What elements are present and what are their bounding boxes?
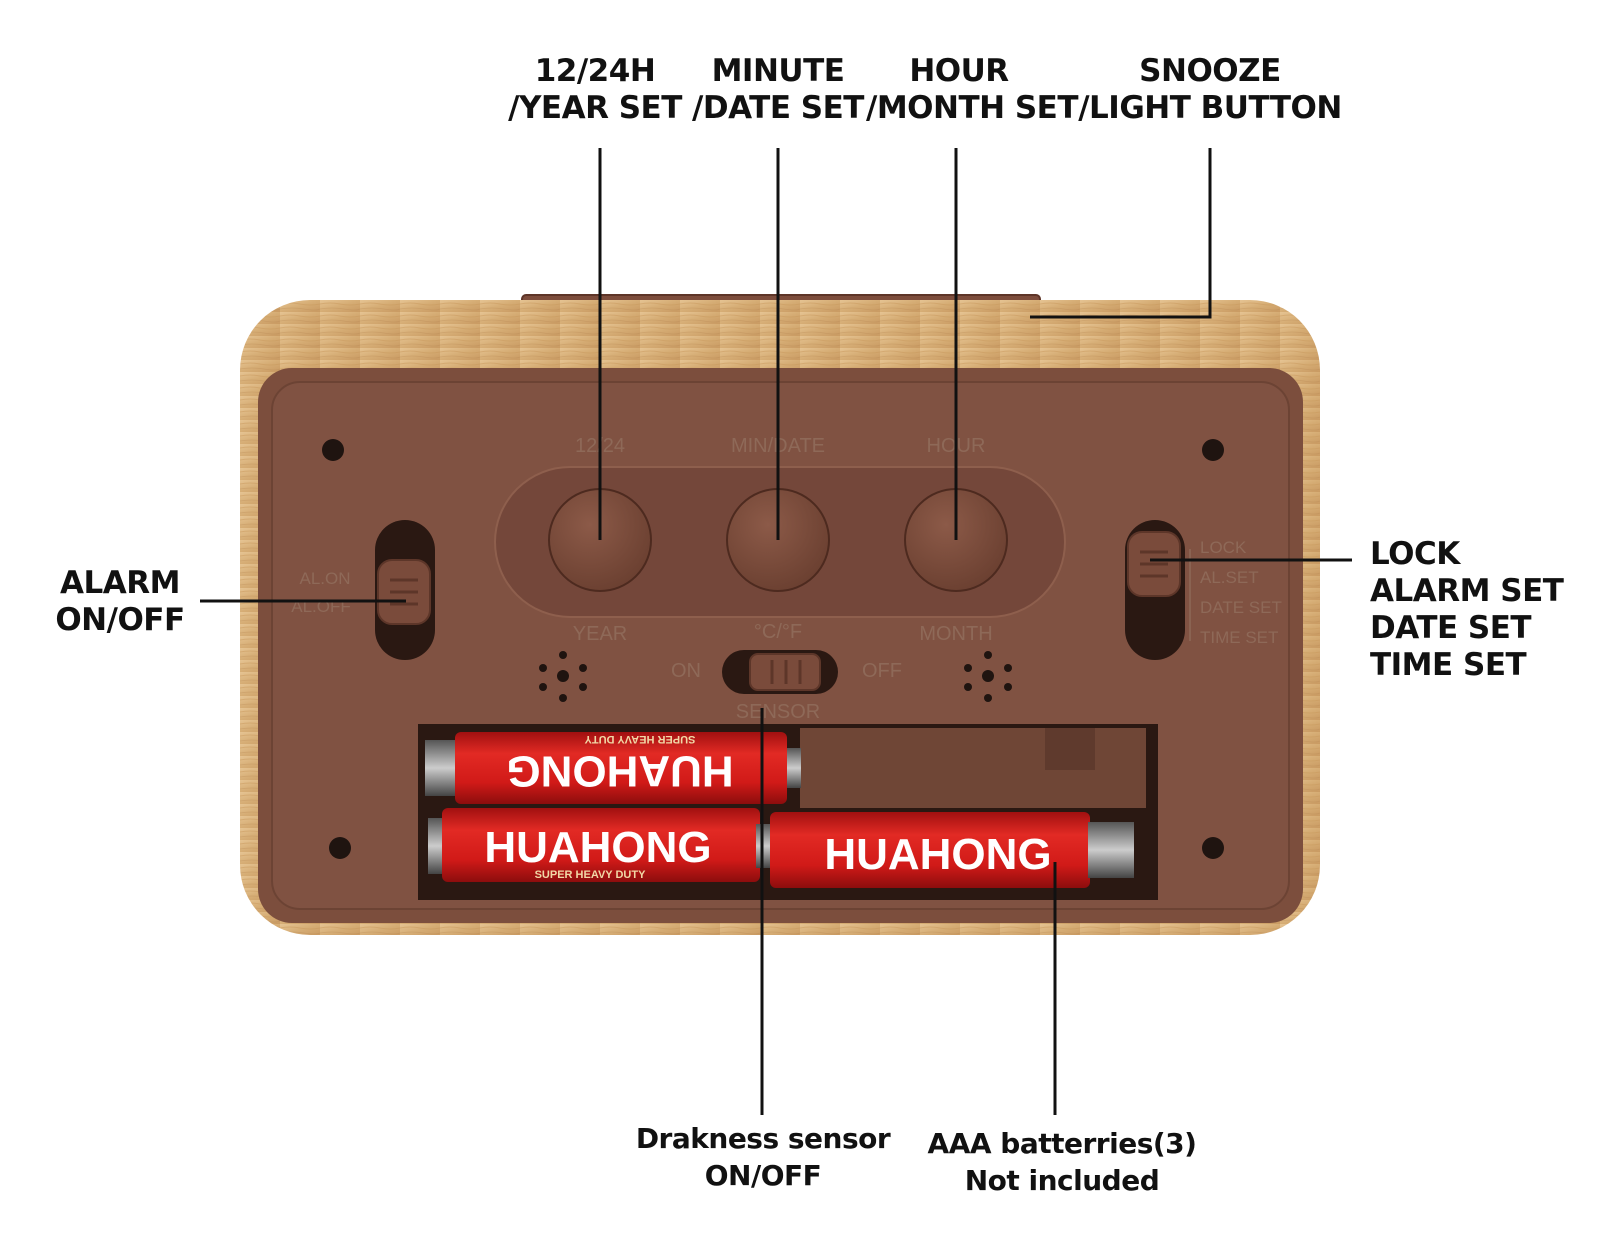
callout-mode-switch: LOCK ALARM SET DATE SET TIME SET bbox=[1370, 536, 1590, 684]
callout-alarm-line1: ALARM bbox=[60, 565, 180, 601]
mode-alarm-label: AL.SET bbox=[1200, 568, 1259, 587]
battery-bl-brand: HUAHONG bbox=[484, 823, 711, 872]
battery-br-brand: HUAHONG bbox=[824, 830, 1051, 879]
callout-minute-line2: /DATE SET bbox=[692, 90, 864, 126]
speaker-grille-right bbox=[964, 651, 1012, 702]
callout-snooze-line1: SNOOZE bbox=[1139, 53, 1281, 89]
callout-sensor-line1: Drakness sensor bbox=[635, 1122, 891, 1155]
sensor-on-label: ON bbox=[671, 660, 701, 682]
sensor-off-label: OFF bbox=[862, 660, 902, 682]
callout-darkness-sensor: Drakness sensor ON/OFF bbox=[615, 1120, 911, 1194]
callout-batteries-line2: Not included bbox=[964, 1164, 1160, 1197]
alarm-on-label: AL.ON bbox=[299, 569, 350, 588]
callout-snooze-light: SNOOZE /LIGHT BUTTON bbox=[1075, 53, 1345, 127]
label-year: YEAR bbox=[573, 623, 627, 645]
callout-mode-line1: LOCK bbox=[1370, 536, 1460, 572]
callout-hour-line1: HOUR bbox=[909, 53, 1009, 89]
mode-date-label: DATE SET bbox=[1200, 598, 1282, 617]
label-temp-unit: °C/°F bbox=[754, 621, 802, 643]
battery-bl-tagline: SUPER HEAVY DUTY bbox=[535, 869, 647, 881]
callout-snooze-line2: /LIGHT BUTTON bbox=[1078, 90, 1342, 126]
callout-mode-line3: DATE SET bbox=[1370, 610, 1532, 646]
battery-top: SUPER HEAVY DUTY HUAHONG bbox=[425, 732, 801, 804]
battery-bottom-left: HUAHONG SUPER HEAVY DUTY bbox=[428, 808, 772, 882]
callout-12-24h-line1: 12/24H bbox=[534, 53, 656, 89]
battery-top-brand: HUAHONG bbox=[506, 746, 733, 795]
speaker-grille-left bbox=[539, 651, 587, 702]
battery-top-tagline: SUPER HEAVY DUTY bbox=[584, 733, 696, 745]
callout-batteries: AAA batterries(3) Not included bbox=[912, 1125, 1212, 1199]
callout-sensor-line2: ON/OFF bbox=[704, 1159, 822, 1192]
mode-lock-label: LOCK bbox=[1200, 538, 1247, 557]
callout-12-24h-year-set: 12/24H /YEAR SET bbox=[505, 53, 685, 127]
callout-12-24h-line2: /YEAR SET bbox=[508, 90, 682, 126]
callout-alarm-on-off: ALARM ON/OFF bbox=[40, 565, 200, 639]
mode-time-label: TIME SET bbox=[1200, 628, 1278, 647]
callout-alarm-line2: ON/OFF bbox=[55, 602, 185, 638]
callout-minute-line1: MINUTE bbox=[711, 53, 845, 89]
sensor-label: SENSOR bbox=[736, 701, 820, 723]
callout-hour-month-set: HOUR /MONTH SET bbox=[866, 53, 1079, 127]
callout-hour-line2: /MONTH SET bbox=[866, 90, 1079, 126]
callout-mode-line4: TIME SET bbox=[1370, 647, 1527, 683]
callout-batteries-line1: AAA batterries(3) bbox=[927, 1127, 1197, 1160]
leader-lines bbox=[200, 148, 1352, 1115]
label-month: MONTH bbox=[919, 623, 992, 645]
callout-mode-line2: ALARM SET bbox=[1370, 573, 1564, 609]
battery-bottom-right: HUAHONG bbox=[770, 812, 1134, 888]
callout-minute-date-set: MINUTE /DATE SET bbox=[688, 53, 868, 127]
